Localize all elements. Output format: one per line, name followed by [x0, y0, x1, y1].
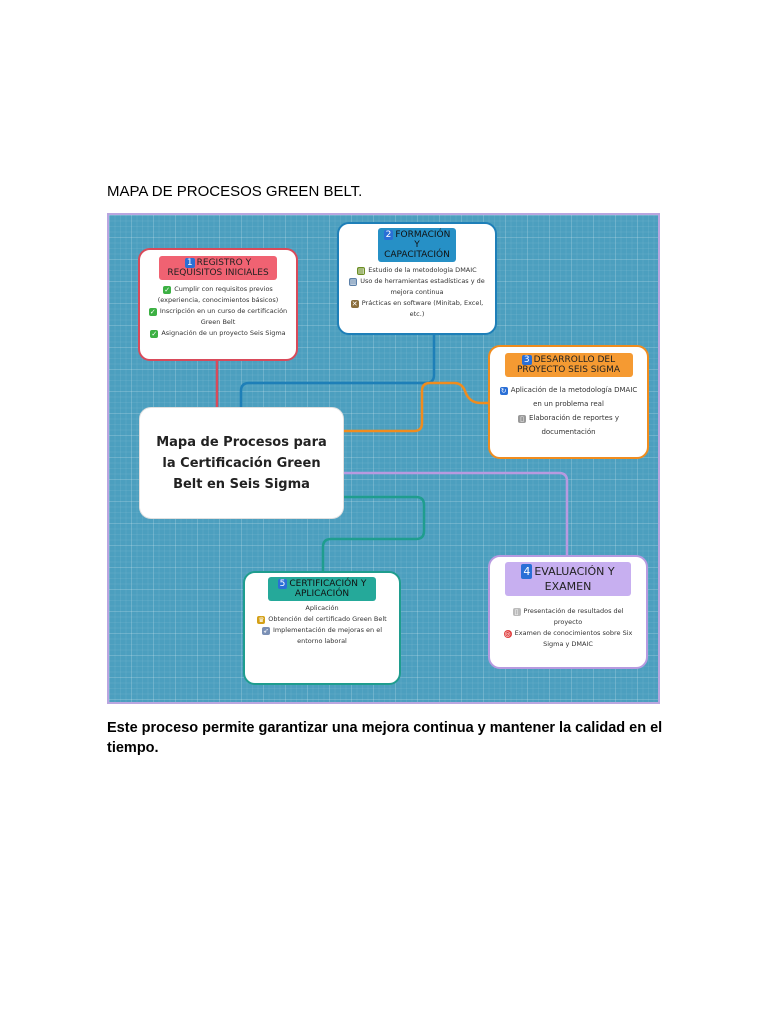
check-icon: ✓ [148, 308, 157, 316]
tools-icon: ✕ [350, 300, 359, 308]
book-icon: ▤ [357, 267, 366, 275]
document-footer-text: Este proceso permite garantizar una mejo… [107, 720, 663, 756]
step-number-2: 2 [383, 230, 394, 240]
step-number-3: 3 [521, 355, 532, 365]
node-evaluacion-item: ◎Examen de conocimientos sobre Six Sigma… [503, 629, 633, 648]
node-certificacion-item: ♛Obtención del certificado Green Belt [257, 615, 387, 624]
node-registro-item: ✓Asignación de un proyecto Seis Sigma [150, 329, 286, 338]
node-registro-item: ✓Cumplir con requisitos previos (experie… [157, 285, 279, 304]
central-node: Mapa de Procesos para la Certificación G… [139, 407, 344, 519]
chart-icon: ▥ [349, 278, 358, 286]
node-formacion-item: ▥Uso de herramientas estadísticas y de m… [349, 277, 485, 296]
node-desarrollo-item: ▯Elaboración de reportes y documentación [490, 411, 647, 439]
refresh-icon: ↻ [499, 387, 508, 395]
document-icon: ▯ [512, 608, 521, 616]
step-number-4: 4 [521, 564, 533, 579]
rocket-icon: ➶ [261, 627, 270, 635]
check-icon: ✓ [163, 286, 172, 294]
document-icon: ▯ [518, 415, 527, 423]
node-registro-item: ✓Inscripción en un curso de certificació… [148, 307, 288, 326]
check-icon: ✓ [150, 330, 159, 338]
node-desarrollo-item: ↻Aplicación de la metodología DMAIC en u… [499, 386, 638, 408]
node-formacion-item: ✕Prácticas en software (Minitab, Excel, … [350, 299, 484, 318]
target-icon: ◎ [503, 630, 512, 638]
node-certificacion-item: ➶Implementación de mejoras en el entorno… [261, 626, 383, 645]
trophy-icon: ♛ [257, 616, 266, 624]
step-number-1: 1 [184, 258, 195, 268]
node-certificacion-item: Aplicación [305, 604, 339, 612]
step-number-5: 5 [277, 579, 288, 589]
node-evaluacion-item: ▯Presentación de resultados del proyecto [490, 606, 646, 628]
node-formacion-item: ▤Estudio de la metodología DMAIC [357, 266, 477, 275]
connector-lines [215, 335, 569, 571]
document-heading: MAPA DE PROCESOS GREEN BELT. [107, 183, 363, 200]
